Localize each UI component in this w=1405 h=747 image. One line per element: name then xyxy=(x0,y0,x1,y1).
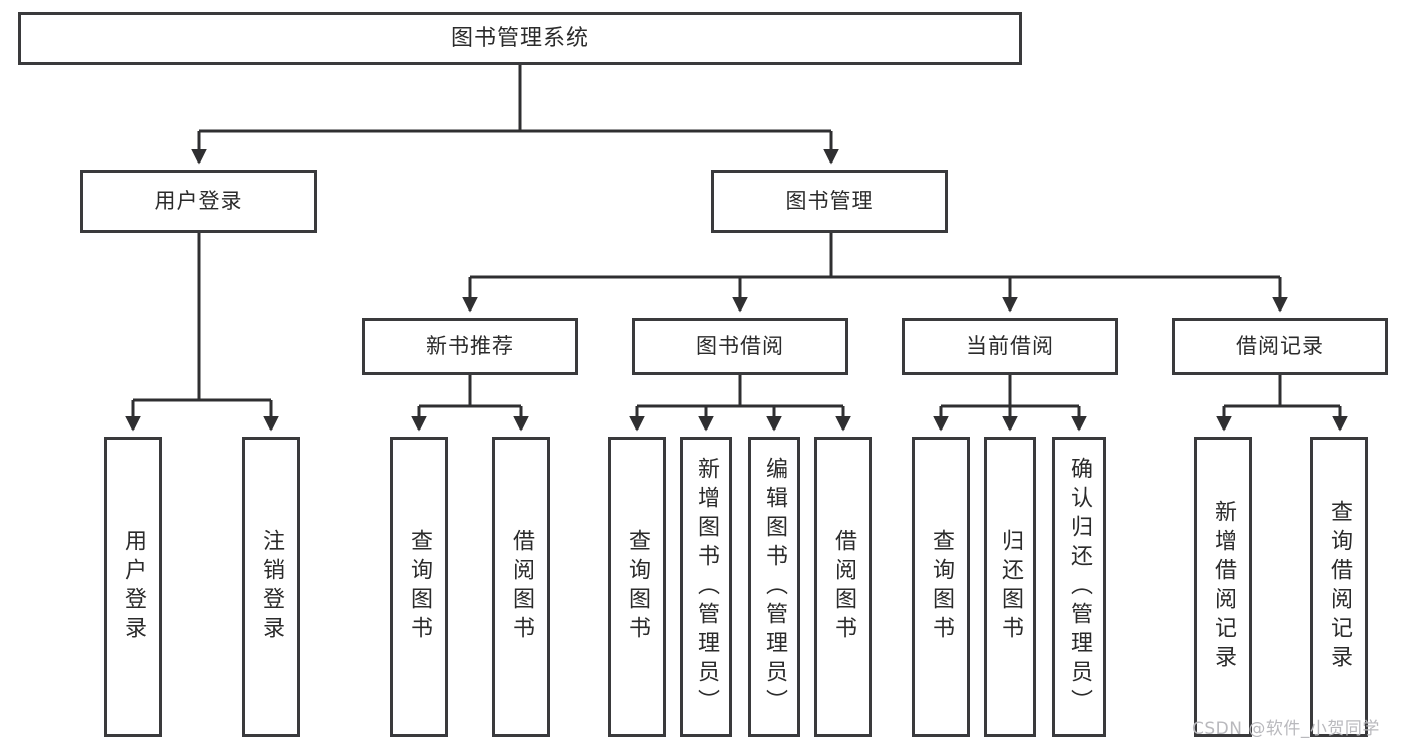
leaf-logout-login[interactable]: 注销登录 xyxy=(242,437,300,737)
node-borrow-record[interactable]: 借阅记录 xyxy=(1172,318,1388,375)
leaf-borrow-book-new-recommend[interactable]: 借阅图书 xyxy=(492,437,550,737)
node-label: 查询图书 xyxy=(625,529,650,645)
leaf-add-book-admin[interactable]: 新增图书（管理员） xyxy=(680,437,732,737)
node-label: 用户登录 xyxy=(154,189,243,214)
leaf-user-login[interactable]: 用户登录 xyxy=(104,437,162,737)
leaf-add-borrow-record[interactable]: 新增借阅记录 xyxy=(1194,437,1252,737)
leaf-query-book-borrow[interactable]: 查询图书 xyxy=(608,437,666,737)
node-new-book-recommend[interactable]: 新书推荐 xyxy=(362,318,578,375)
node-label: 归还图书 xyxy=(998,529,1023,645)
node-label: 新书推荐 xyxy=(426,334,514,359)
node-label: 查询图书 xyxy=(407,529,432,645)
node-label: 借阅记录 xyxy=(1236,334,1324,359)
node-current-borrow[interactable]: 当前借阅 xyxy=(902,318,1118,375)
leaf-borrow-book-borrow[interactable]: 借阅图书 xyxy=(814,437,872,737)
leaf-query-book-current[interactable]: 查询图书 xyxy=(912,437,970,737)
node-label: 借阅图书 xyxy=(509,529,534,645)
leaf-query-borrow-record[interactable]: 查询借阅记录 xyxy=(1310,437,1368,737)
node-label: 借阅图书 xyxy=(831,529,856,645)
node-book-management[interactable]: 图书管理 xyxy=(711,170,948,233)
node-label: 用户登录 xyxy=(121,529,146,645)
leaf-query-book-new-recommend[interactable]: 查询图书 xyxy=(390,437,448,737)
node-label: 确认归还（管理员） xyxy=(1067,456,1092,718)
node-label: 图书管理 xyxy=(785,189,874,214)
node-label: 查询图书 xyxy=(929,529,954,645)
node-label: 新增图书（管理员） xyxy=(694,456,719,718)
node-label: 编辑图书（管理员） xyxy=(762,456,787,718)
leaf-confirm-return-admin[interactable]: 确认归还（管理员） xyxy=(1052,437,1106,737)
csdn-watermark: CSDN @软件_小贺同学 xyxy=(1192,719,1380,739)
node-user-login[interactable]: 用户登录 xyxy=(80,170,317,233)
node-label: 图书借阅 xyxy=(696,334,784,359)
leaf-edit-book-admin[interactable]: 编辑图书（管理员） xyxy=(748,437,800,737)
node-root-book-management-system[interactable]: 图书管理系统 xyxy=(18,12,1022,65)
node-label: 新增借阅记录 xyxy=(1211,500,1236,674)
node-label: 查询借阅记录 xyxy=(1327,500,1352,674)
leaf-return-book[interactable]: 归还图书 xyxy=(984,437,1036,737)
node-label: 当前借阅 xyxy=(966,334,1054,359)
node-label: 图书管理系统 xyxy=(450,25,589,51)
node-book-borrow[interactable]: 图书借阅 xyxy=(632,318,848,375)
node-label: 注销登录 xyxy=(259,529,284,645)
